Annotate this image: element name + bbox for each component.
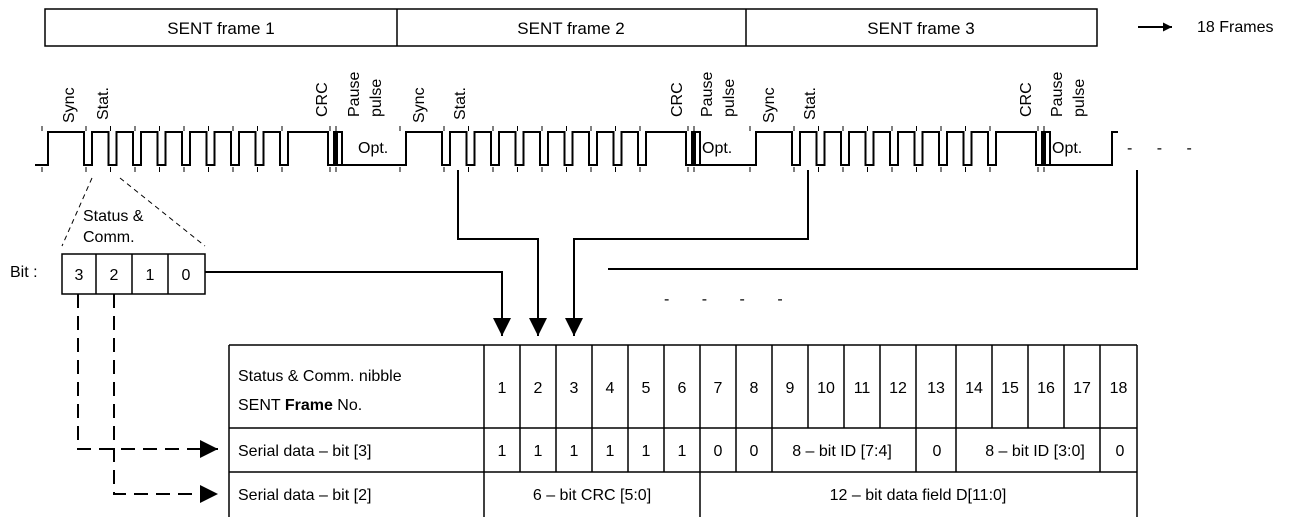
row-bit2-data: 12 – bit data field D[11:0] — [830, 487, 1007, 504]
arrow-frame-3 — [565, 170, 809, 336]
row-bit3-id-high: 8 – bit ID [7:4] — [792, 443, 892, 460]
frames-count-label: 18 Frames — [1197, 19, 1273, 36]
frame-number-cell: 13 — [927, 380, 945, 397]
pulse-label: pulse — [368, 79, 385, 117]
opt-label: Opt. — [358, 140, 388, 157]
frame-number-cell: 12 — [889, 380, 907, 397]
frame-number-cell: 7 — [714, 380, 723, 397]
row-bit3-val13: 0 — [933, 443, 942, 460]
bit3-value-cell: 1 — [498, 443, 507, 460]
continuation-line — [608, 170, 1138, 270]
table-header-title: Status & Comm. nibble — [238, 368, 402, 385]
routing-arrows: - - - - — [205, 170, 1138, 336]
frame-number-cell: 15 — [1001, 380, 1019, 397]
pulse-label: pulse — [721, 79, 738, 117]
sync-label: Sync — [411, 87, 428, 123]
bit-0: 0 — [182, 267, 191, 284]
bit2-route — [113, 294, 218, 503]
row-bit2-label: Serial data – bit [2] — [238, 487, 371, 504]
frame-2-label: SENT frame 2 — [517, 19, 624, 38]
frame-number-cell: 10 — [817, 380, 835, 397]
row-bit3-id-low: 8 – bit ID [3:0] — [985, 443, 1085, 460]
frame-number-cell: 3 — [570, 380, 579, 397]
header-dividers — [519, 345, 1101, 428]
frame-number-cell: 5 — [642, 380, 651, 397]
frame-number-cell: 1 — [498, 380, 507, 397]
stat-label: Stat. — [95, 87, 112, 120]
bit3-value-cell: 0 — [714, 443, 723, 460]
frame-header-box — [44, 8, 1098, 47]
pulse-label: pulse — [1071, 79, 1088, 117]
frame-number-cell: 16 — [1037, 380, 1055, 397]
bit3-dividers — [519, 428, 1101, 472]
bit-routes — [77, 294, 218, 503]
stat-label: Stat. — [802, 87, 819, 120]
bit3-value-cell: 1 — [606, 443, 615, 460]
row-bit3-label: Serial data – bit [3] — [238, 443, 371, 460]
sync-label: Sync — [761, 87, 778, 123]
crc-label: CRC — [669, 82, 686, 117]
pause-label: Pause — [1049, 72, 1066, 117]
frame-number-cell: 4 — [606, 380, 615, 397]
zoom-line-right — [119, 177, 206, 247]
bit3-value-cell: 1 — [642, 443, 651, 460]
frame-3-label: SENT frame 3 — [867, 19, 974, 38]
continuation-dashes: - - - — [1127, 140, 1202, 157]
status-comm-title-2: Comm. — [83, 229, 135, 246]
frame-number-cell: 2 — [534, 380, 543, 397]
status-comm-title: Status & — [83, 208, 144, 225]
opt-label: Opt. — [1052, 140, 1082, 157]
bit3-value-cell: 1 — [678, 443, 687, 460]
row-bit2-crc: 6 – bit CRC [5:0] — [533, 487, 651, 504]
bit-2: 2 — [110, 267, 119, 284]
middle-dashes: - - - - — [664, 291, 797, 308]
frame-1-label: SENT frame 1 — [167, 19, 274, 38]
frame-number-cell: 17 — [1073, 380, 1091, 397]
bit3-value-cell: 1 — [570, 443, 579, 460]
row-bit3-values: 1 1 1 1 1 1 0 0 — [498, 443, 759, 460]
crc-label: CRC — [314, 82, 331, 117]
status-nibble-detail: Status & Comm. Bit : 3 2 1 0 — [10, 177, 206, 295]
frame-number-cell: 6 — [678, 380, 687, 397]
frame-number-cell: 18 — [1110, 380, 1128, 397]
waveform-line — [35, 131, 1118, 166]
arrow-frame-1 — [205, 271, 511, 336]
crc-label: CRC — [1018, 82, 1035, 117]
sync-label: Sync — [61, 87, 78, 123]
opt-label: Opt. — [702, 140, 732, 157]
bit3-route — [77, 294, 218, 458]
bit-label: Bit : — [10, 264, 38, 281]
bit-box — [61, 253, 206, 295]
frame-number-cell: 11 — [854, 380, 871, 397]
pause-label: Pause — [699, 72, 716, 117]
frame-number-cell: 8 — [750, 380, 759, 397]
zoom-line-left — [61, 177, 93, 247]
bit-1: 1 — [146, 267, 155, 284]
bit-3: 3 — [75, 267, 84, 284]
table-header-subtitle: SENT Frame No. — [238, 397, 362, 414]
frame-header: SENT frame 1 SENT frame 2 SENT frame 3 1… — [44, 8, 1273, 47]
bit3-value-cell: 0 — [750, 443, 759, 460]
tick-marks — [41, 126, 1045, 172]
frame-number-cell: 14 — [965, 380, 983, 397]
arrow-frame-2 — [457, 170, 547, 336]
signal-waveform: Sync Stat. CRC Pause pulse Opt. Sync Sta… — [35, 72, 1202, 172]
row-bit3-val18: 0 — [1116, 443, 1125, 460]
bit3-value-cell: 1 — [534, 443, 543, 460]
stat-label: Stat. — [452, 87, 469, 120]
frame-number-cell: 9 — [786, 380, 795, 397]
pause-label: Pause — [346, 72, 363, 117]
